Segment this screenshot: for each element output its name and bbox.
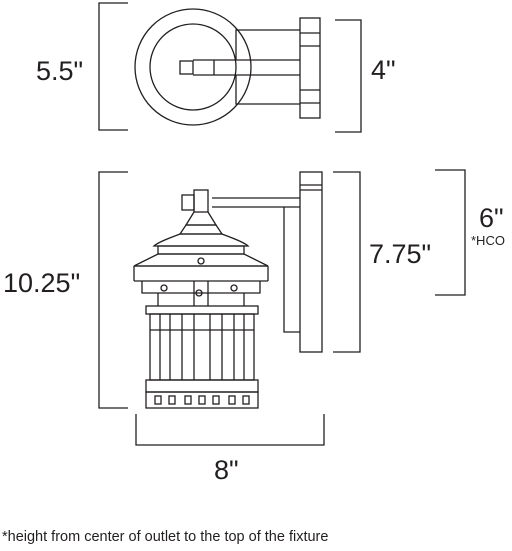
canopy-inner-circle bbox=[149, 23, 237, 111]
backplate-side-view bbox=[299, 171, 323, 353]
lantern-bottom-band bbox=[145, 379, 259, 409]
label-backplate-height: 7.75" bbox=[369, 239, 431, 269]
bracket-backplate-height bbox=[333, 171, 361, 353]
label-top-width: 4" bbox=[371, 55, 396, 85]
label-hco: 6" bbox=[479, 203, 504, 233]
footnote: *height from center of outlet to the top… bbox=[2, 529, 329, 545]
lantern-shade bbox=[145, 305, 259, 381]
lantern-cap bbox=[133, 233, 269, 306]
label-overall-width: 8" bbox=[214, 455, 239, 485]
top-view bbox=[98, 2, 362, 133]
lantern-neck bbox=[178, 189, 224, 235]
side-view bbox=[98, 169, 466, 446]
bracket-overall-height bbox=[98, 171, 128, 409]
canopy-outer-circle bbox=[134, 8, 252, 126]
bracket-hco bbox=[435, 169, 466, 296]
backplate-top-view bbox=[299, 17, 321, 119]
arm-top-view bbox=[179, 29, 300, 105]
bracket-top-height bbox=[98, 2, 128, 131]
label-top-height: 5.5" bbox=[36, 56, 83, 86]
bracket-top-width bbox=[335, 19, 362, 133]
bracket-overall-width bbox=[135, 414, 325, 446]
label-hco-note: *HCO bbox=[471, 233, 505, 248]
label-overall-height: 10.25" bbox=[3, 268, 80, 298]
